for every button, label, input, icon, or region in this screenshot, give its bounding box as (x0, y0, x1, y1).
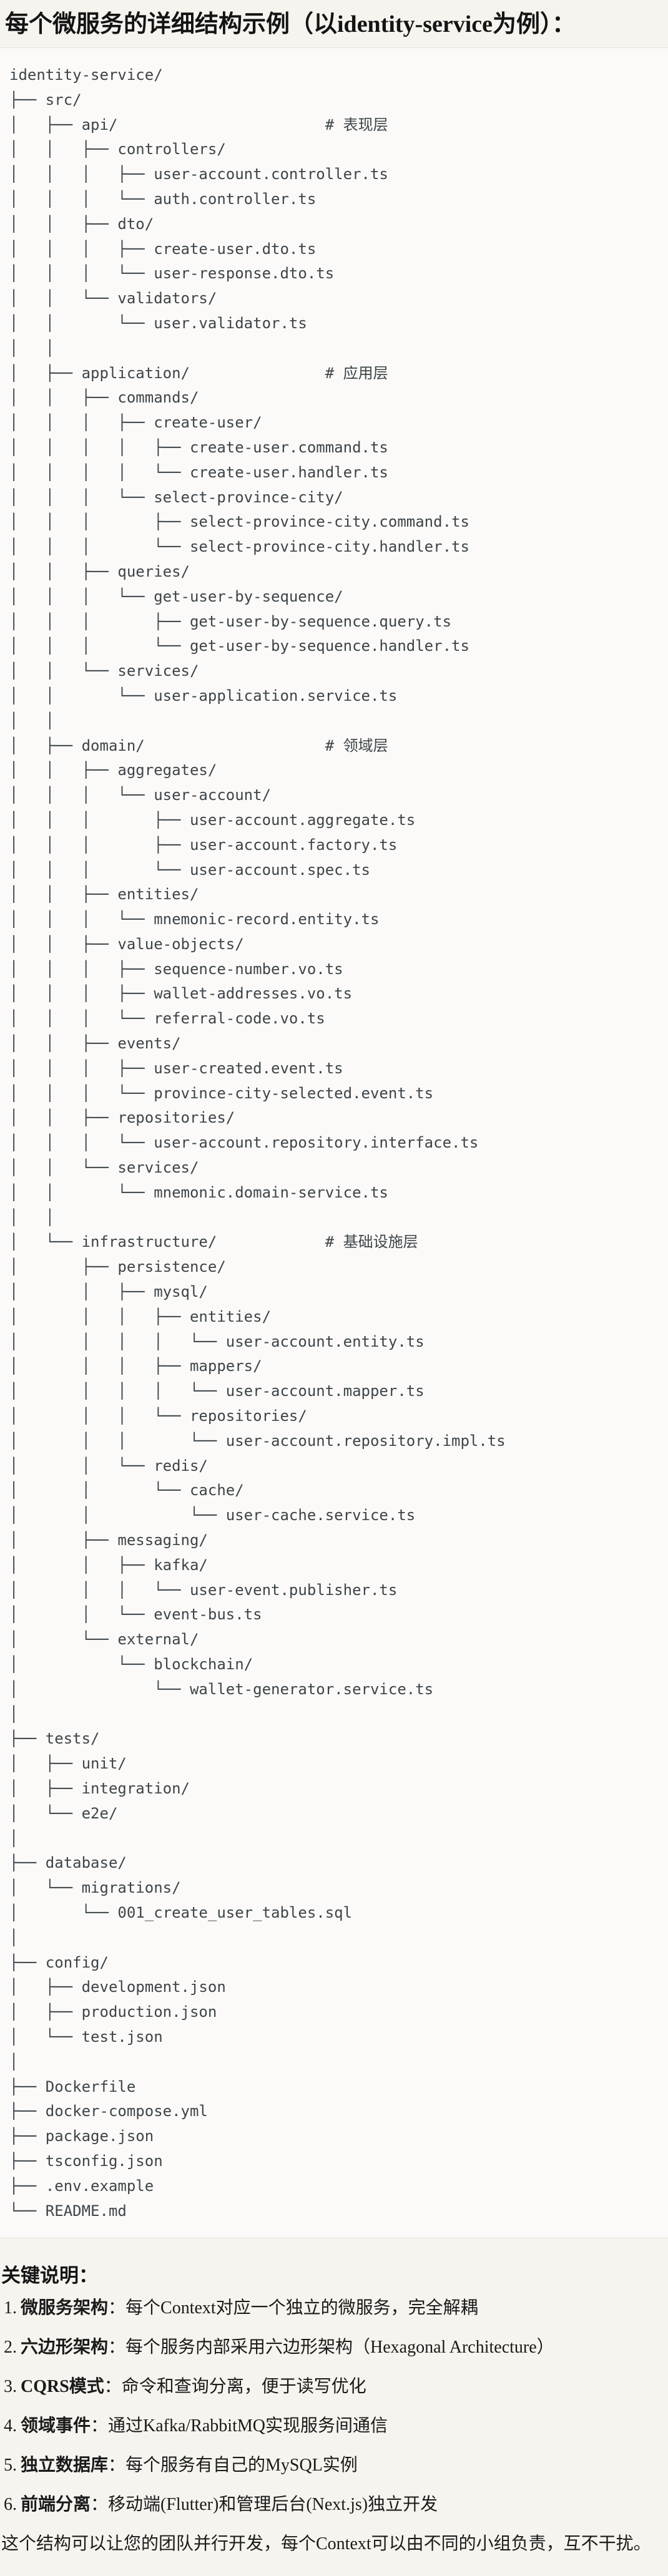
note-item-microservices: 1.微服务架构：每个Context对应一个独立的微服务，完全解耦 (1, 2288, 663, 2328)
note-text: ：命令和查询分离，便于读写优化 (104, 2377, 366, 2397)
note-item-database: 5.独立数据库：每个服务有自己的MySQL实例 (1, 2446, 663, 2485)
page-title: 每个微服务的详细结构示例（以identity-service为例）： (5, 11, 576, 37)
note-label: 六边形架构 (21, 2338, 109, 2358)
note-number: 1. (4, 2298, 17, 2318)
note-text: ：通过Kafka/RabbitMQ实现服务间通信 (91, 2416, 388, 2436)
note-text: ：移动端(Flutter)和管理后台(Next.js)独立开发 (91, 2495, 438, 2515)
notes-section: 关键说明： 1.微服务架构：每个Context对应一个独立的微服务，完全解耦 2… (0, 2238, 668, 2576)
note-number: 3. (4, 2377, 17, 2397)
note-number: 6. (4, 2495, 17, 2515)
note-item-domain-events: 4.领域事件：通过Kafka/RabbitMQ实现服务间通信 (1, 2406, 663, 2446)
note-item-frontend: 6.前端分离：移动端(Flutter)和管理后台(Next.js)独立开发 (1, 2485, 663, 2524)
note-item-hexagonal: 2.六边形架构：每个服务内部采用六边形架构（Hexagonal Architec… (1, 2328, 663, 2367)
note-label: 前端分离 (21, 2495, 91, 2515)
note-number: 2. (4, 2338, 17, 2358)
note-label: 独立数据库 (21, 2456, 109, 2476)
note-item-cqrs: 3.CQRS模式：命令和查询分离，便于读写优化 (1, 2367, 663, 2406)
notes-heading: 关键说明： (1, 2265, 98, 2287)
note-label: CQRS模式 (21, 2377, 104, 2397)
note-text: ：每个服务有自己的MySQL实例 (108, 2456, 358, 2476)
directory-tree-code-block: identity-service/ ├── src/ │ ├── api/ # … (0, 48, 668, 2239)
note-number: 4. (4, 2416, 17, 2436)
page-header: 每个微服务的详细结构示例（以identity-service为例）： (0, 0, 668, 48)
note-text: ：每个服务内部采用六边形架构（Hexagonal Architecture） (108, 2338, 554, 2358)
notes-list: 1.微服务架构：每个Context对应一个独立的微服务，完全解耦 2.六边形架构… (1, 2288, 663, 2524)
note-label: 领域事件 (21, 2416, 91, 2436)
note-number: 5. (4, 2456, 17, 2476)
note-label: 微服务架构 (21, 2298, 109, 2318)
note-text: ：每个Context对应一个独立的微服务，完全解耦 (108, 2298, 478, 2318)
closing-paragraph: 这个结构可以让您的团队并行开发，每个Context可以由不同的小组负责，互不干扰… (1, 2534, 651, 2554)
